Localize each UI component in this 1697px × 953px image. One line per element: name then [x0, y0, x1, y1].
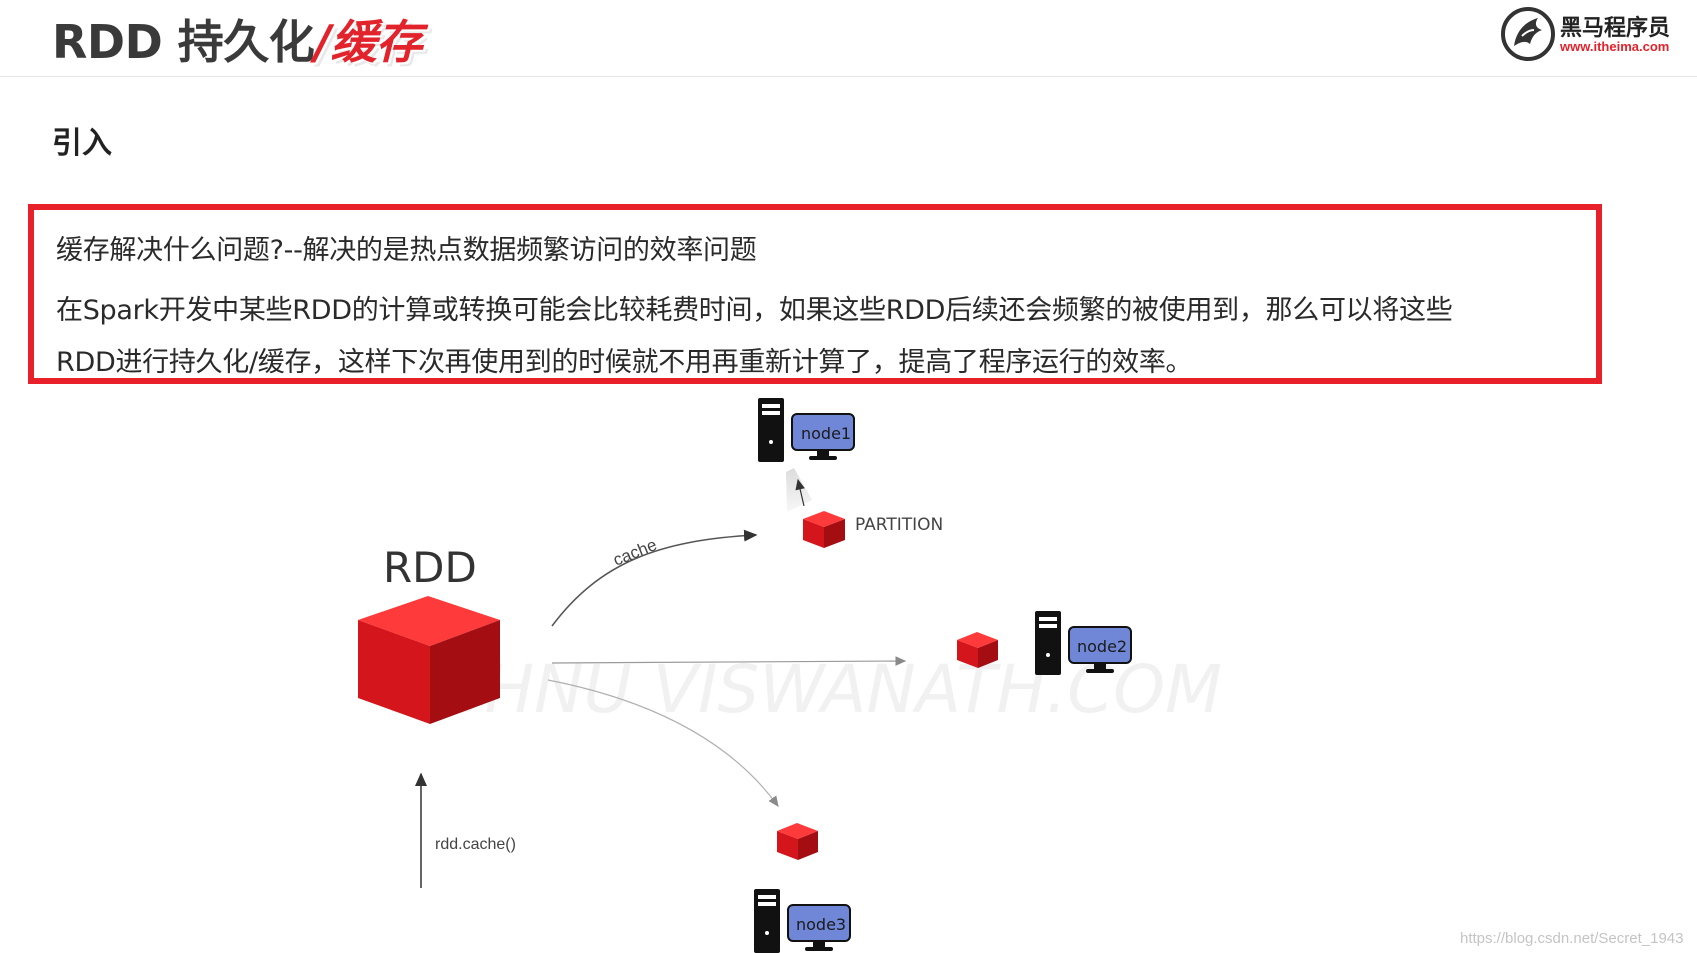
section-heading: 引入	[52, 126, 112, 161]
partition-label: PARTITION	[855, 515, 943, 535]
node3-partition-cube-icon	[777, 823, 818, 860]
cache-label: cache	[610, 535, 659, 570]
cache-arrow	[551, 529, 758, 627]
callout-line-1: 缓存解决什么问题?--解决的是热点数据频繁访问的效率问题	[56, 235, 757, 266]
title-main: RDD 持久化	[52, 15, 315, 69]
node2-label: node2	[1077, 637, 1127, 656]
brand-name: 黑马程序员	[1560, 16, 1671, 41]
rdd-label: RDD	[383, 543, 477, 592]
node2-server-icon	[1035, 611, 1061, 675]
node3-monitor-icon	[787, 904, 851, 951]
horse-logo-icon	[1501, 7, 1555, 61]
node3-label: node3	[796, 915, 846, 934]
callout-line-3: RDD进行持久化/缓存，这样下次再使用到的时候就不用再重新计算了，提高了程序运行…	[56, 347, 1193, 378]
partition-cube-icon	[803, 511, 845, 548]
rdd-cube-icon	[358, 596, 500, 724]
callout-line-2: 在Spark开发中某些RDD的计算或转换可能会比较耗费时间，如果这些RDD后续还…	[56, 295, 1453, 326]
node2-partition-cube-icon	[957, 632, 998, 668]
node1-label: node1	[801, 424, 851, 443]
node2-monitor-icon	[1068, 626, 1132, 673]
node1-server-icon	[758, 398, 784, 462]
partition-up-arrow	[795, 478, 805, 507]
title-accent: /缓存	[314, 15, 422, 69]
callout-box: 缓存解决什么问题?--解决的是热点数据频繁访问的效率问题 在Spark开发中某些…	[28, 204, 1602, 384]
node3-server-icon	[754, 889, 780, 953]
partition-beam	[786, 468, 812, 512]
brand-logo: 黑马程序员 www.itheima.com	[1500, 6, 1685, 62]
rdd-cache-call-label: rdd.cache()	[435, 836, 516, 853]
brand-url: www.itheima.com	[1560, 39, 1670, 54]
source-watermark: https://blog.csdn.net/Secret_1943	[1460, 930, 1684, 947]
node1-monitor-icon	[791, 413, 855, 460]
rdd-to-node2-arrow	[551, 656, 907, 666]
rdd-to-node3-arrow	[547, 679, 779, 807]
slide-header: RDD 持久化/缓存 黑马程序员 www.itheima.com	[0, 0, 1697, 77]
slide-title: RDD 持久化/缓存	[52, 6, 422, 72]
